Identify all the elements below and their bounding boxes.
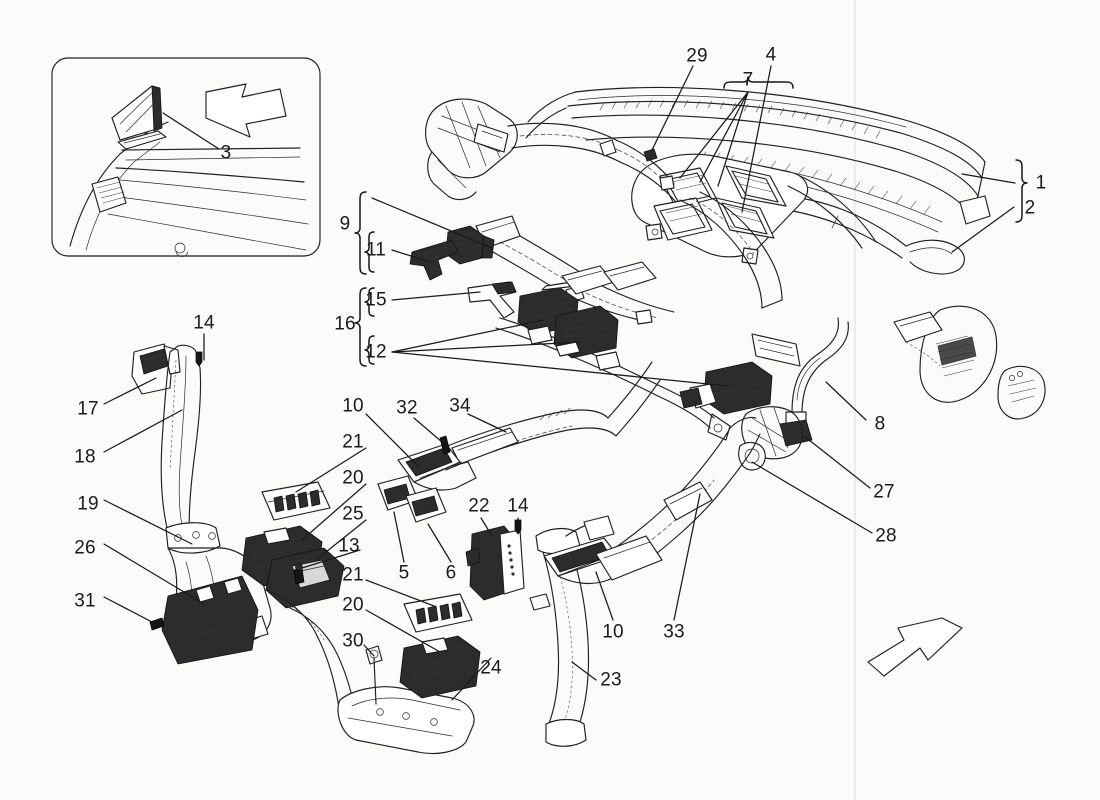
callout-17: 17: [77, 398, 99, 420]
callout-15: 15: [365, 289, 387, 311]
callout-29: 29: [686, 45, 708, 67]
callout-2: 2: [1024, 197, 1036, 219]
inset-detail-illustration: [69, 83, 309, 257]
a-pillar-duct-assembly: [131, 343, 272, 665]
callout-1: 1: [1035, 172, 1047, 194]
callout-34: 34: [449, 395, 471, 417]
callout-4: 4: [765, 44, 777, 66]
distribution-case: [425, 98, 677, 203]
callout-32: 32: [396, 397, 418, 419]
callout-9: 9: [339, 213, 351, 235]
callout-10: 10: [342, 395, 364, 417]
callout-13: 13: [338, 535, 360, 557]
side-vent-group: [561, 175, 1046, 471]
callout-3: 3: [220, 142, 232, 164]
leader-lines: [103, 65, 1016, 701]
callout-33: 33: [663, 621, 685, 643]
callout-19: 19: [77, 493, 99, 515]
right-floor-duct-assembly: [465, 416, 761, 747]
callout-21: 21: [342, 431, 364, 453]
callout-8: 8: [874, 413, 886, 435]
floor-duct-network: [241, 481, 481, 755]
callout-28: 28: [875, 525, 897, 547]
callout-14: 14: [193, 312, 215, 334]
group-brackets: [354, 76, 1028, 367]
callout-14-right: 14: [507, 495, 529, 517]
bracket-part-11: [409, 239, 459, 281]
callout-23: 23: [600, 669, 622, 691]
callout-20: 20: [342, 467, 364, 489]
callout-12: 12: [365, 341, 387, 363]
callout-30: 30: [342, 630, 364, 652]
callout-18: 18: [74, 446, 96, 468]
callout-22: 22: [468, 495, 490, 517]
control-valve-rail: [467, 281, 773, 441]
orientation-arrow: [867, 617, 963, 677]
callout-20-lower: 20: [342, 594, 364, 616]
callout-10-right: 10: [602, 621, 624, 643]
callout-7: 7: [742, 69, 754, 91]
centre-floor-outlets: [377, 361, 661, 523]
callout-26: 26: [74, 537, 96, 559]
callout-31: 31: [74, 590, 96, 612]
callout-24: 24: [480, 657, 502, 679]
callout-27: 27: [873, 481, 895, 503]
callout-11: 11: [365, 239, 387, 261]
callout-25: 25: [342, 503, 364, 525]
callout-6: 6: [445, 562, 457, 584]
callout-21-lower: 21: [342, 564, 364, 586]
callout-16: 16: [334, 313, 356, 335]
callout-5: 5: [398, 562, 410, 584]
centre-vent-register: [631, 148, 809, 265]
inset-frame: [51, 57, 321, 257]
